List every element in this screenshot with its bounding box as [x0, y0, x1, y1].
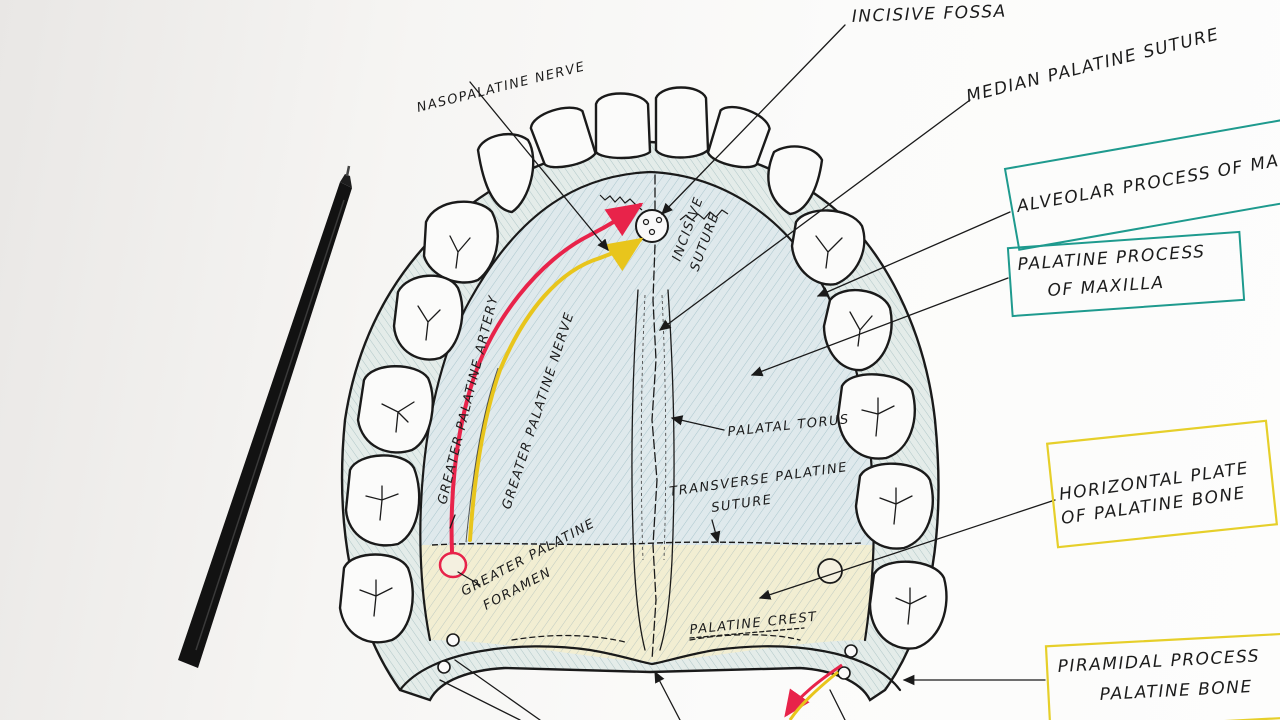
greater-palatine-nerve [468, 237, 644, 542]
tooth-canine [767, 145, 824, 216]
box-horizontal-plate [1045, 419, 1279, 549]
box-alveolar-process [1003, 119, 1280, 251]
tooth-molar [868, 560, 948, 650]
greater-palatine-artery [449, 202, 644, 554]
tooth-premolar [392, 274, 464, 361]
lesser-palatine-foramen [446, 633, 460, 647]
label-median-palatine-suture: MEDIAN PALATINE SUTURE [964, 25, 1221, 107]
tooth-premolar [822, 288, 893, 372]
tooth-canine [476, 132, 535, 214]
tooth-incisor [706, 105, 771, 169]
lesser-palatine-nerve [788, 670, 839, 720]
incisive-fossa [635, 209, 669, 243]
greater-palatine-foramen-right [817, 558, 843, 584]
tooth-molar [356, 365, 434, 454]
pen-icon [178, 165, 352, 668]
box-pyramidal-process [1044, 632, 1280, 720]
tooth-cusp-marks [359, 235, 927, 625]
palatine-crest-underline [689, 627, 805, 639]
tooth-molar [836, 373, 916, 460]
lesser-palatine-artery [784, 663, 843, 718]
label-pyramidal-process-1: PIRAMIDAL PROCESS [1057, 646, 1260, 677]
label-palatine-process-2: OF MAXILLA [1047, 273, 1165, 301]
tooth-incisor [594, 92, 652, 160]
tooth-premolar [422, 200, 499, 284]
lesser-palatine-foramen [437, 660, 451, 674]
label-incisive-fossa: INCISIVE FOSSA [851, 2, 1007, 27]
label-pyramidal-process-2: PALATINE BONE [1099, 677, 1253, 705]
tooth-incisor [654, 86, 710, 159]
teeth [338, 86, 948, 650]
tooth-premolar [790, 209, 866, 286]
transverse-palatine-suture [431, 541, 863, 546]
tooth-incisor [529, 106, 597, 169]
posterior-border [398, 645, 902, 692]
label-palatine-process-1: PALATINE PROCESS [1017, 242, 1206, 275]
greater-palatine-foramen [438, 551, 468, 579]
lesser-palatine-foramen [844, 644, 858, 658]
lesser-palatine-foramen [837, 666, 851, 680]
leader-lines [439, 24, 1056, 720]
tooth-molar [854, 462, 934, 550]
palatal-torus [631, 289, 675, 651]
box-palatine-process [1006, 230, 1246, 318]
